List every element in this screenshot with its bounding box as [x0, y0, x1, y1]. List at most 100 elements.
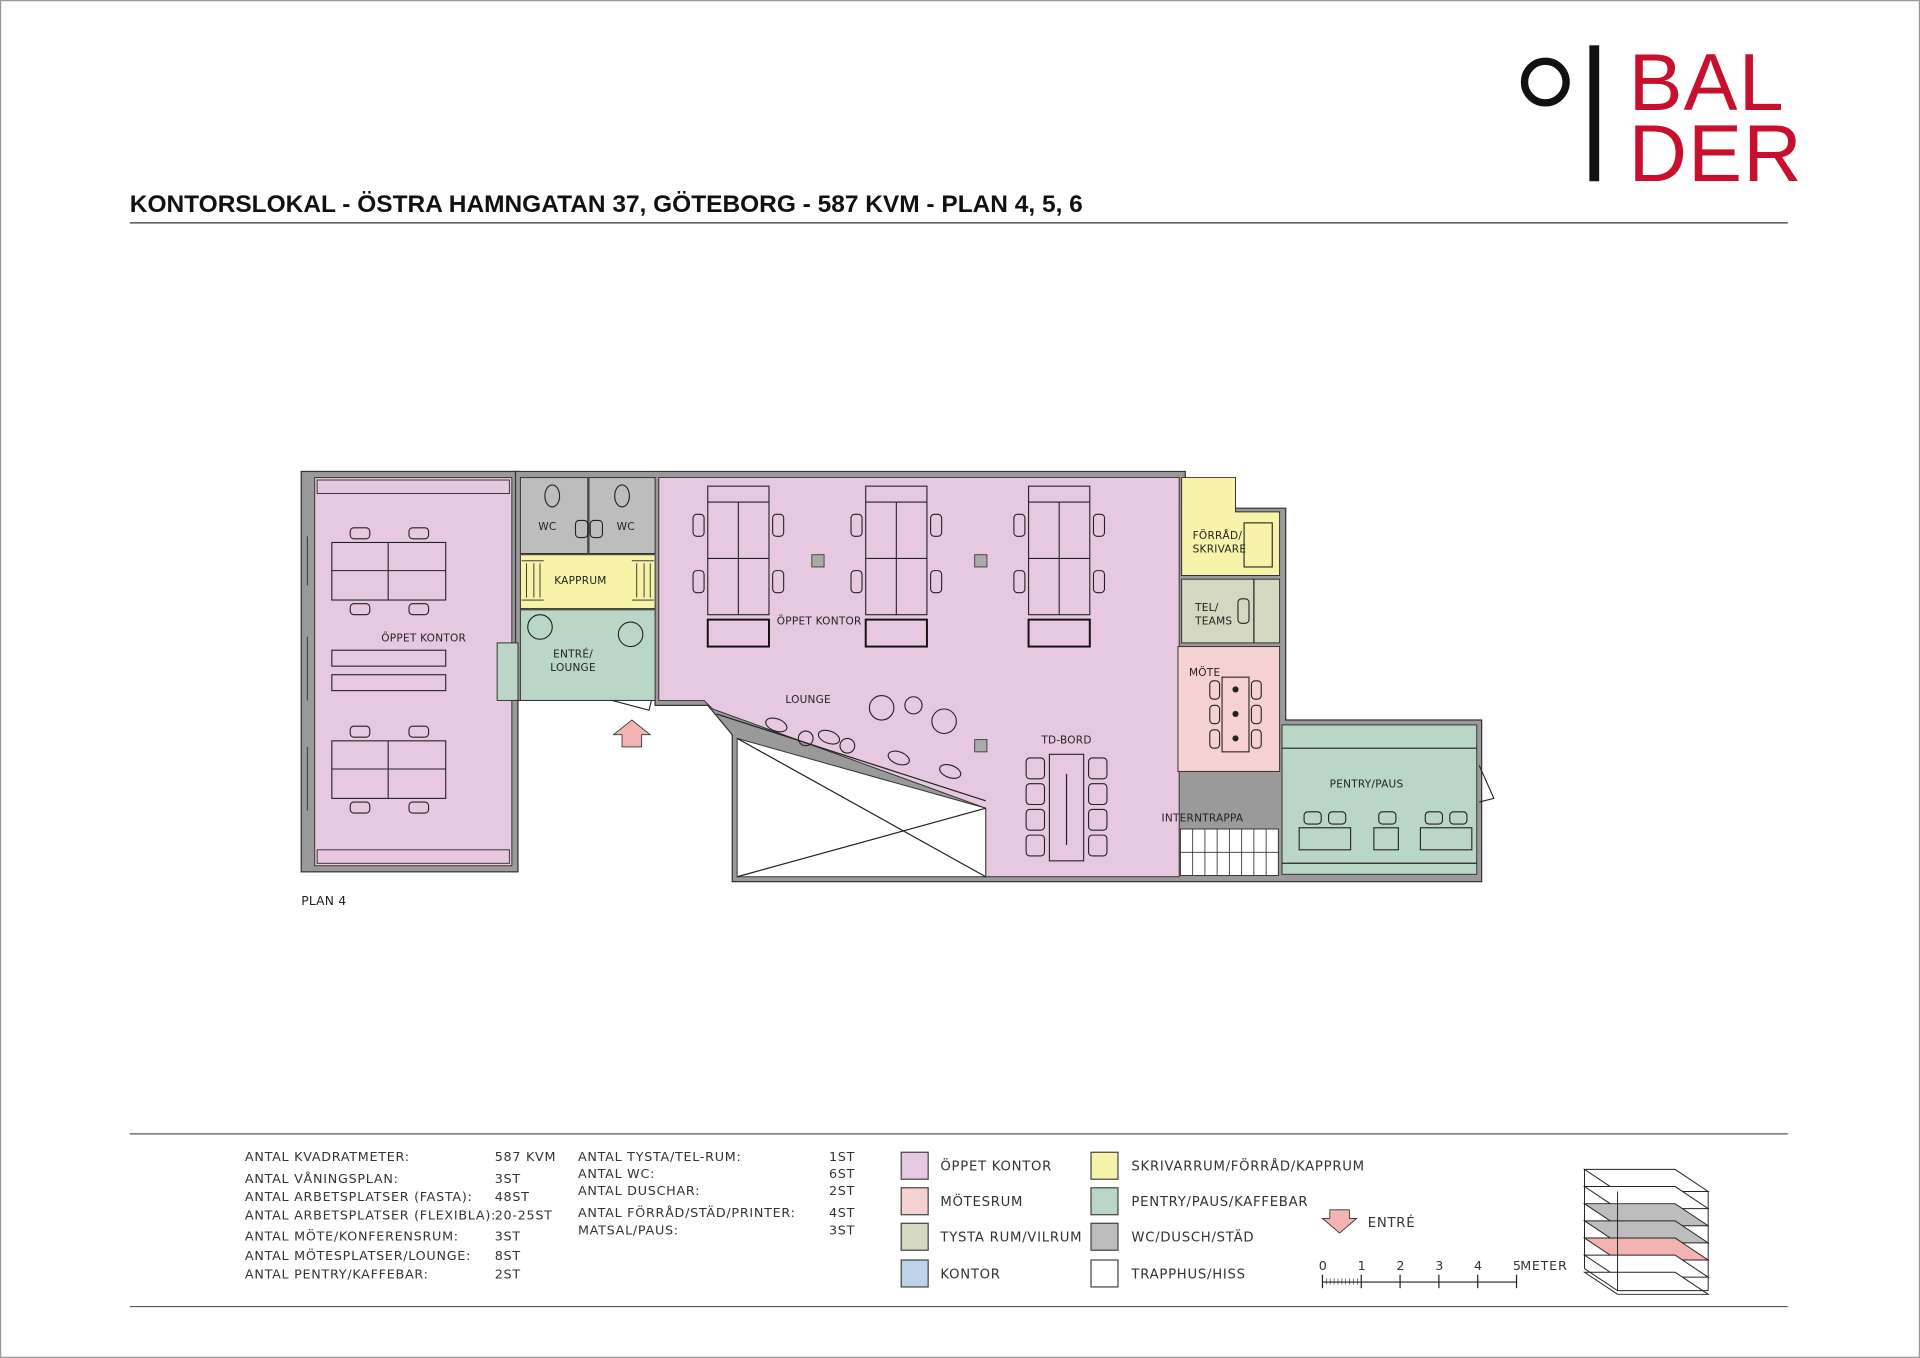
chair-icon	[1303, 811, 1322, 825]
stat-value: 48ST	[495, 1190, 530, 1205]
label-forrad-2: SKRIVARE	[1193, 543, 1247, 555]
chair-icon	[1250, 729, 1262, 749]
stat-value: 2ST	[829, 1184, 855, 1199]
legend-swatch	[1090, 1187, 1119, 1216]
chair-icon	[1092, 570, 1106, 594]
legend-swatch	[1090, 1151, 1119, 1180]
desk-cluster	[331, 740, 447, 799]
pentry-table	[1298, 827, 1352, 851]
stat-label: ANTAL PENTRY/KAFFEBAR:	[245, 1267, 429, 1282]
label-lounge: LOUNGE	[785, 694, 831, 706]
scale-tick-label: 1	[1358, 1259, 1367, 1274]
chair-icon	[1237, 598, 1250, 624]
sink-icon	[589, 519, 603, 539]
stat-label: ANTAL FÖRRÅD/STÄD/PRINTER:	[578, 1204, 796, 1221]
lounge-furniture	[765, 694, 962, 779]
furniture	[331, 485, 1473, 857]
desk-bench	[331, 674, 447, 692]
chair-icon	[1088, 757, 1108, 780]
logo-line-2: DER	[1629, 109, 1803, 199]
stat-value: 8ST	[495, 1249, 521, 1264]
column	[974, 739, 988, 753]
pentry-table	[1373, 827, 1399, 851]
stat-value: 587 KVM	[495, 1150, 556, 1165]
printer-icon	[1243, 522, 1273, 568]
column	[974, 554, 988, 568]
logo-divider	[1589, 45, 1600, 182]
stat-value: 20-25ST	[495, 1209, 553, 1224]
table-dot	[1232, 735, 1239, 742]
label-wc-2: WC	[617, 521, 635, 533]
plan-label: PLAN 4	[301, 894, 346, 908]
scale-unit: METER	[1520, 1259, 1567, 1274]
chair-icon	[850, 513, 863, 537]
legend-entrance-arrow-icon	[1321, 1209, 1358, 1234]
label-open-office-left: ÖPPET KONTOR	[381, 632, 466, 645]
chair-icon	[772, 513, 785, 537]
stat-value: 3ST	[495, 1229, 521, 1244]
label-mote: MÖTE	[1189, 666, 1220, 679]
chair-icon	[349, 603, 371, 616]
stat-label: ANTAL KVADRATMETER:	[245, 1150, 410, 1165]
chair-icon	[1088, 783, 1108, 806]
desk-bench	[331, 649, 447, 667]
room-forrad-skrivare	[1181, 477, 1281, 577]
legend-label: SKRIVARRUM/FÖRRÅD/KAPPRUM	[1131, 1157, 1364, 1175]
legend-label: TRAPPHUS/HISS	[1130, 1267, 1245, 1282]
stat-label: ANTAL TYSTA/TEL-RUM:	[578, 1150, 742, 1165]
toilet-icon	[614, 484, 630, 508]
logo-circle-icon	[1520, 57, 1570, 107]
table-dot	[1232, 710, 1239, 717]
room-open-office-left	[314, 477, 513, 867]
desk-cluster	[331, 541, 447, 601]
legend-swatch	[900, 1151, 929, 1180]
chair-icon	[1378, 811, 1397, 825]
chair-icon	[408, 725, 430, 738]
stat-value: 3ST	[829, 1223, 855, 1238]
table-dot	[1232, 686, 1239, 693]
stat-value: 3ST	[495, 1172, 521, 1187]
legend-label: KONTOR	[940, 1267, 1000, 1282]
stat-value: 4ST	[829, 1206, 855, 1221]
label-entre-1: ENTRÉ/	[553, 648, 593, 661]
legend-entrance-label: ENTRÉ	[1368, 1214, 1416, 1231]
scale-tick-label: 5	[1513, 1259, 1522, 1274]
lounge-chair-icon	[617, 621, 644, 648]
stat-label: ANTAL ARBETSPLATSER (FASTA):	[245, 1190, 473, 1205]
chair-icon	[1013, 513, 1026, 537]
label-wc-1: WC	[538, 521, 556, 533]
legend-label: WC/DUSCH/STÄD	[1131, 1228, 1254, 1246]
scale-tick-label: 0	[1319, 1259, 1328, 1274]
chair-icon	[1025, 834, 1046, 857]
chair-icon	[1449, 811, 1468, 825]
chair-icon	[1025, 757, 1046, 780]
label-pentry: PENTRY/PAUS	[1330, 778, 1404, 790]
planter-icon	[864, 618, 928, 648]
legend-swatch	[900, 1259, 929, 1288]
balder-logo: BAL DER	[1520, 38, 1803, 199]
chair-icon	[850, 570, 863, 594]
entrance-door	[612, 699, 652, 711]
chair-icon	[408, 603, 430, 616]
scale-tick-label: 2	[1396, 1259, 1405, 1274]
stat-value: 2ST	[495, 1267, 521, 1282]
chair-icon	[1209, 729, 1221, 749]
logo-line-1: BAL	[1629, 38, 1785, 128]
planter-icon	[706, 618, 770, 648]
legend-label: MÖTESRUM	[940, 1192, 1023, 1210]
stat-label: MATSAL/PAUS:	[578, 1223, 679, 1238]
chair-icon	[1250, 704, 1262, 725]
stat-label: ANTAL MÖTESPLATSER/LOUNGE:	[245, 1247, 471, 1264]
label-kapprum: KAPPRUM	[554, 575, 606, 587]
stat-label: ANTAL WC:	[578, 1167, 655, 1182]
room-entre-lounge	[519, 609, 656, 701]
legend-swatch	[1090, 1259, 1119, 1288]
page-title: KONTORSLOKAL - ÖSTRA HAMNGATAN 37, GÖTEB…	[130, 191, 1083, 218]
chair-icon	[930, 513, 943, 537]
chair-icon	[1250, 680, 1262, 700]
plant-icon	[527, 614, 553, 640]
floor-plan: ÖPPET KONTOR WC WC KAPPRUM ENTRÉ/ LOUNGE…	[300, 470, 1495, 908]
legend-swatch	[900, 1222, 929, 1251]
